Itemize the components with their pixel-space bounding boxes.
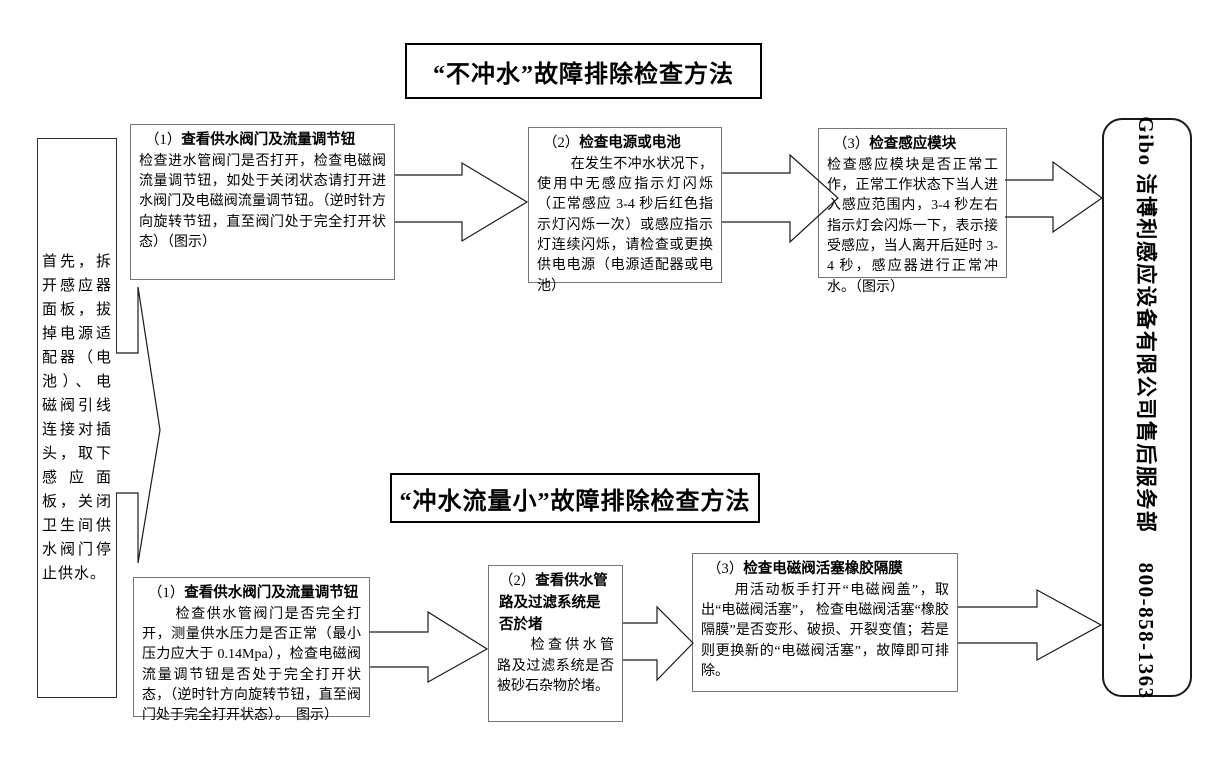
flow2-step1-box: （1）查看供水阀门及流量调节钮 检查供水管阀门是否完全打开，测量供水压力是否正常…: [133, 577, 370, 723]
step-number: （2）: [499, 573, 536, 589]
title-box-low-flow: “冲水流量小”故障排除检查方法: [390, 473, 760, 523]
step-number: （1）: [148, 585, 185, 601]
flow1-step1-box: （1）查看供水阀门及流量调节钮 检查进水管阀门是否打开，检查电磁阀流量调节钮，如…: [130, 124, 395, 280]
step-title: 查看供水阀门及流量调节钮: [184, 585, 359, 601]
step-title: 查看供水阀门及流量调节钮: [181, 132, 356, 148]
arrow-preparation-to-flows: [116, 286, 161, 564]
flow2-step3-box: （3）检查电磁阀活塞橡胶隔膜 用活动板手打开“电磁阀盖”，取出“电磁阀活塞”， …: [692, 553, 958, 692]
flow2-step2-body: 检查供水管路及过滤系统是否被砂石杂物於堵。: [497, 638, 614, 694]
flow2-step1-heading: （1）查看供水阀门及流量调节钮: [142, 583, 361, 605]
arrow-flow1-step3-to-service: [1005, 160, 1104, 234]
flow2-step2-box: （2）查看供水管路及过滤系统是否於堵 检查供水管路及过滤系统是否被砂石杂物於堵。: [488, 565, 623, 722]
preparation-text: 首先，拆开感应器面板，拔掉电源适配器（电池）、电磁阀引线连接对插头，取下感应面板…: [42, 254, 112, 582]
flow1-step2-box: （2）检查电源或电池 在发生不冲水状况下，使用中无感应指示灯闪烁（正常感应 3-…: [528, 127, 722, 294]
flow1-step1-heading: （1）查看供水阀门及流量调节钮: [139, 130, 386, 152]
title-box-no-flush: “不冲水”故障排除检查方法: [405, 43, 762, 99]
step-title: 检查感应模块: [869, 136, 957, 152]
flow1-step3-body: 检查感应模块是否正常工作，正常工作状态下当人进入感应范围内，3-4 秒左右指示灯…: [827, 157, 998, 295]
step-number: （3）: [707, 561, 744, 577]
title-low-flow: “冲水流量小”故障排除检查方法: [399, 488, 751, 515]
flow2-step3-heading: （3）检查电磁阀活塞橡胶隔膜: [701, 559, 949, 581]
step-number: （1）: [145, 132, 182, 148]
step-number: （3）: [833, 136, 870, 152]
step-number: （2）: [543, 135, 580, 151]
flow2-step3-body: 用活动板手打开“电磁阀盖”，取出“电磁阀活塞”， 检查电磁阀活塞“橡胶隔膜”是否…: [701, 582, 949, 679]
service-contact-panel: Gibo 洁博利感应设备有限公司售后服务部 800-858-1363: [1102, 115, 1192, 700]
arrow-flow2-step1-to-step2: [370, 610, 489, 684]
arrow-flow2-step2-to-step3: [623, 605, 694, 682]
arrow-flow2-step3-to-service: [958, 588, 1103, 662]
arrow-flow1-step1-to-step2: [395, 161, 529, 243]
step-title: 检查电磁阀活塞橡胶隔膜: [743, 561, 903, 577]
preparation-panel: 首先，拆开感应器面板，拔掉电源适配器（电池）、电磁阀引线连接对插头，取下感应面板…: [37, 138, 117, 698]
title-no-flush: “不冲水”故障排除检查方法: [433, 61, 734, 88]
flow1-step3-heading: （3）检查感应模块: [827, 134, 998, 156]
step-title: 查看供水管路及过滤系统是否於堵: [499, 573, 608, 633]
service-contact-text: Gibo 洁博利感应设备有限公司售后服务部 800-858-1363: [1134, 115, 1158, 700]
flow2-step1-body: 检查供水管阀门是否完全打开，测量供水压力是否正常（最小压力应大于 0.14Mpa…: [142, 606, 361, 724]
step-title: 检查电源或电池: [579, 135, 681, 151]
flow1-step2-body: 在发生不冲水状况下，使用中无感应指示灯闪烁（正常感应 3-4 秒后红色指示灯闪烁…: [537, 156, 713, 294]
flow1-step2-heading: （2）检查电源或电池: [537, 133, 713, 155]
flow1-step1-body: 检查进水管阀门是否打开，检查电磁阀流量调节钮，如处于关闭状态请打开进水阀门及电磁…: [139, 153, 386, 250]
flow2-step2-heading: （2）查看供水管路及过滤系统是否於堵: [497, 571, 614, 636]
flow1-step3-box: （3）检查感应模块 检查感应模块是否正常工作，正常工作状态下当人进入感应范围内，…: [818, 128, 1007, 295]
